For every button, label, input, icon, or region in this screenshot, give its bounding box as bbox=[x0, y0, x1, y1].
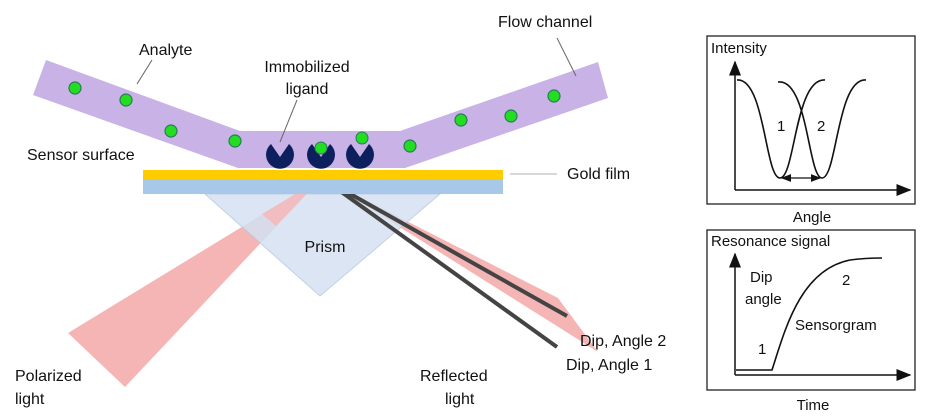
sensorgram-point-1: 1 bbox=[758, 341, 766, 358]
reflected-light-label-1: Reflected bbox=[420, 368, 488, 385]
gold-film bbox=[143, 170, 503, 179]
dip-angle-label-2: angle bbox=[745, 291, 782, 308]
glass-slide bbox=[143, 179, 503, 194]
intensity-curve-2-label: 2 bbox=[817, 118, 825, 135]
ligand bbox=[346, 144, 375, 169]
sensorgram-xlabel: Time bbox=[797, 397, 830, 414]
prism-label: Prism bbox=[305, 239, 346, 256]
intensity-xlabel: Angle bbox=[793, 209, 831, 226]
flow-channel-label: Flow channel bbox=[498, 14, 592, 31]
analyte-dot bbox=[547, 89, 561, 103]
analyte-dot bbox=[68, 81, 82, 95]
dip-line-angle-1 bbox=[320, 176, 559, 349]
dip-angle-1-label: Dip, Angle 1 bbox=[566, 357, 652, 374]
analyte-dot bbox=[164, 124, 178, 138]
ligand-label-2: ligand bbox=[286, 81, 329, 98]
sensor-surface-label: Sensor surface bbox=[27, 147, 135, 164]
analyte-dot bbox=[504, 109, 518, 123]
dip-line-angle-2 bbox=[321, 176, 568, 318]
ligand-leader bbox=[279, 99, 298, 143]
analyte-leader bbox=[136, 59, 153, 85]
intensity-curve-1 bbox=[736, 79, 826, 179]
sensorgram-ylabel: Resonance signal bbox=[711, 233, 830, 250]
flow-channel bbox=[33, 60, 608, 168]
immobilized-ligands bbox=[266, 144, 375, 169]
intensity-curve-1-label: 1 bbox=[777, 118, 785, 135]
reflected-light-label-2: light bbox=[445, 391, 475, 408]
sensorgram-frame bbox=[706, 229, 916, 391]
sensorgram-point-2: 2 bbox=[842, 272, 850, 289]
analyte-label: Analyte bbox=[139, 42, 192, 59]
polarized-light-label-2: light bbox=[15, 391, 45, 408]
sensorgram-curve bbox=[736, 257, 883, 371]
sensorgram-panel: Resonance signal Dip angle 2 Sensorgram … bbox=[706, 229, 916, 414]
analyte-dot bbox=[228, 134, 242, 148]
gold-film-label: Gold film bbox=[567, 166, 630, 183]
dip-angle-2-label: Dip, Angle 2 bbox=[580, 333, 666, 350]
ligand bbox=[307, 144, 336, 169]
bound-analyte bbox=[355, 131, 369, 145]
flow-channel-leader bbox=[556, 37, 577, 77]
sensorgram-curve-label: Sensorgram bbox=[795, 317, 877, 334]
intensity-panel: Intensity 1 2 Angle bbox=[706, 35, 916, 226]
ligand bbox=[266, 144, 294, 169]
intensity-frame bbox=[706, 35, 916, 205]
analyte-dot bbox=[119, 93, 133, 107]
analyte-particles bbox=[68, 81, 561, 153]
intensity-ylabel: Intensity bbox=[711, 40, 767, 57]
intensity-curve-2 bbox=[777, 79, 867, 179]
bound-analyte bbox=[314, 141, 328, 155]
dip-angle-label-1: Dip bbox=[750, 269, 773, 286]
polarized-light-label-1: Polarized bbox=[15, 368, 82, 385]
analyte-dot bbox=[454, 113, 468, 127]
analyte-dot bbox=[403, 139, 417, 153]
ligand-label-1: Immobilized bbox=[264, 59, 349, 76]
